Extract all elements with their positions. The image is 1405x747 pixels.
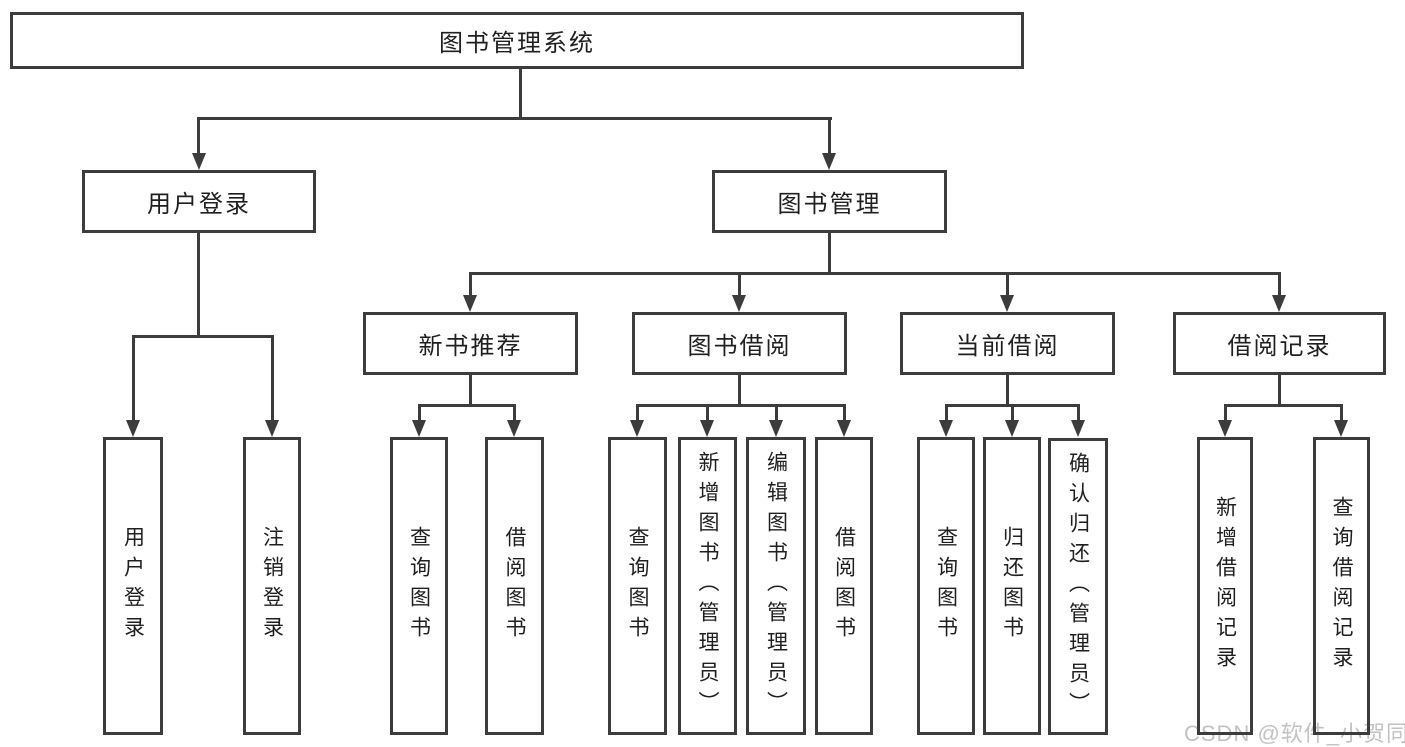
connector-leaf-drop: [132, 335, 135, 423]
connector-leaf-drop: [945, 404, 948, 423]
connector-current-stem: [1006, 375, 1009, 407]
arrowhead-down-icon: [1218, 420, 1232, 437]
leaf-query-borrow-record: 查询借阅记录: [1313, 437, 1370, 735]
connector-level3-hline: [469, 272, 1281, 275]
arrowhead-down-icon: [1005, 420, 1019, 437]
leaf-query-books-borrowing: 查询图书: [608, 437, 667, 735]
connector-leaf-drop: [1340, 404, 1343, 423]
node-root: 图书管理系统: [10, 12, 1024, 69]
connector-borrowing-stem: [738, 375, 741, 407]
arrowhead-down-icon: [939, 420, 953, 437]
connector-leaf-drop: [706, 404, 709, 423]
leaf-borrow-books-borrowing: 借阅图书: [815, 437, 873, 735]
connector-root-stem: [519, 67, 522, 119]
arrowhead-down-icon: [1334, 420, 1348, 437]
arrowhead-down-icon: [630, 420, 644, 437]
arrowhead-down-icon: [732, 295, 746, 312]
connector-records-stem: [1278, 375, 1281, 407]
arrowhead-down-icon: [822, 153, 836, 170]
leaf-return-books: 归还图书: [983, 437, 1041, 735]
arrowhead-down-icon: [769, 420, 783, 437]
connector-recommend-stem: [469, 375, 472, 407]
node-book-management: 图书管理: [712, 170, 947, 233]
connector-leaf-drop: [1224, 404, 1227, 423]
leaf-query-books-recommend: 查询图书: [390, 437, 448, 735]
connector-leaf-drop: [843, 404, 846, 423]
connector-leaf-drop: [418, 404, 421, 423]
arrowhead-down-icon: [507, 420, 521, 437]
arrowhead-down-icon: [126, 420, 140, 437]
connector-user-login-stem: [197, 233, 200, 337]
connector-records-hline: [1224, 404, 1343, 407]
arrowhead-down-icon: [700, 420, 714, 437]
leaf-user-login: 用户登录: [103, 437, 163, 735]
connector-borrowing-hline: [636, 404, 846, 407]
connector-level3-drop: [1006, 272, 1009, 298]
node-user-login: 用户登录: [82, 170, 316, 233]
leaf-logout-login: 注销登录: [243, 437, 301, 735]
arrowhead-down-icon: [265, 420, 279, 437]
node-borrowing-records: 借阅记录: [1173, 312, 1386, 375]
connector-leaf-drop: [513, 404, 516, 423]
arrowhead-down-icon: [1272, 295, 1286, 312]
connector-leaf-drop: [1011, 404, 1014, 423]
connector-level2-hline: [198, 117, 832, 120]
arrowhead-down-icon: [1071, 420, 1085, 437]
connector-leaf-drop: [636, 404, 639, 423]
connector-leaf-drop: [775, 404, 778, 423]
arrowhead-down-icon: [463, 295, 477, 312]
connector-leaf-drop: [271, 335, 274, 423]
connector-level3-drop: [738, 272, 741, 298]
arrowhead-down-icon: [192, 153, 206, 170]
connector-user-login-drop: [197, 117, 200, 155]
connector-level3-drop: [1278, 272, 1281, 298]
leaf-add-borrow-record: 新增借阅记录: [1197, 437, 1253, 735]
leaf-borrow-books-recommend: 借阅图书: [485, 437, 544, 735]
connector-book-mgmt-drop: [828, 117, 831, 155]
connector-level3-drop: [469, 272, 472, 298]
leaf-confirm-return-admin: 确认归还（管理员）: [1048, 438, 1108, 735]
leaf-query-books-current: 查询图书: [917, 437, 975, 735]
connector-user-login-hline: [132, 335, 274, 338]
node-book-borrowing: 图书借阅: [632, 312, 847, 375]
connector-book-mgmt-stem: [828, 233, 831, 274]
arrowhead-down-icon: [412, 420, 426, 437]
leaf-add-books-admin: 新增图书（管理员）: [678, 437, 737, 735]
arrowhead-down-icon: [1000, 295, 1014, 312]
node-current-borrowing: 当前借阅: [900, 312, 1115, 375]
connector-recommend-hline: [418, 404, 516, 407]
node-new-book-recommend: 新书推荐: [363, 312, 578, 375]
leaf-edit-books-admin: 编辑图书（管理员）: [746, 437, 806, 735]
connector-leaf-drop: [1077, 404, 1080, 423]
arrowhead-down-icon: [837, 420, 851, 437]
